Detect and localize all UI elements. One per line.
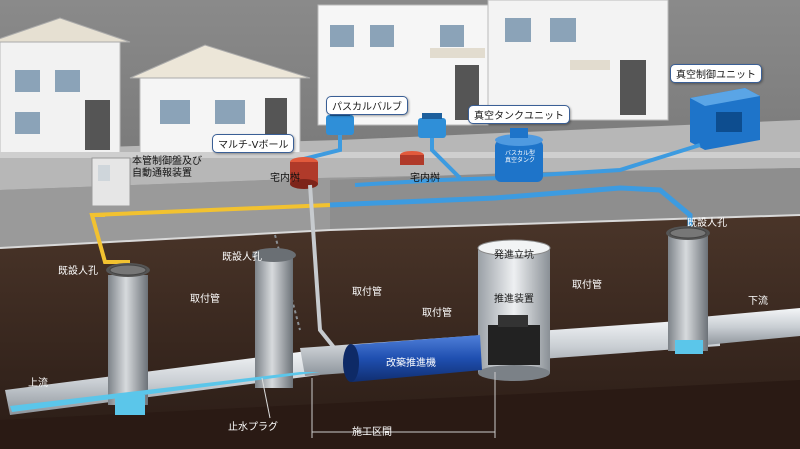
main-pipe-right <box>690 308 800 346</box>
label-home-basin-left: 宅内桝 <box>270 173 300 184</box>
label-service-pipe-3: 取付管 <box>422 308 452 319</box>
soil-bottom <box>0 380 800 449</box>
house-icon <box>487 0 669 121</box>
valve-icon <box>418 113 446 138</box>
label-jacking-equipment: 推進装置 <box>494 294 534 305</box>
label-tank-plate: バスカル型 真空タンク <box>505 150 536 164</box>
label-upstream: 上流 <box>28 378 48 389</box>
label-service-pipe-4: 取付管 <box>572 280 602 291</box>
road-edge-right <box>329 214 800 231</box>
vacuum-tank-icon <box>495 128 543 182</box>
label-existing-manhole-left: 既設人孔 <box>58 266 98 277</box>
rehab-jacking-machine <box>343 335 482 382</box>
label-existing-manhole-right: 既設人孔 <box>687 218 727 229</box>
road-edge <box>0 229 331 249</box>
label-launch-shaft: 発進立坑 <box>494 250 534 261</box>
label-pascal-valve: パスカルバルブ <box>326 96 408 115</box>
blue-pipe-branch <box>354 176 501 187</box>
leader-water-stop <box>261 377 271 419</box>
label-home-basin-right: 宅内桝 <box>410 173 440 184</box>
manhole-icon <box>252 248 296 388</box>
label-existing-manhole-mid: 既設人孔 <box>222 252 262 263</box>
label-service-pipe-1: 取付管 <box>190 294 220 305</box>
main-control-panel <box>91 157 131 207</box>
label-multi-v-ball: マルチ-Vボール <box>212 134 295 153</box>
manhole-icon <box>106 263 150 415</box>
label-vacuum-control-unit: 真空制御ユニット <box>670 64 762 83</box>
road-right <box>330 168 800 230</box>
blue-pipe-to-control <box>539 143 701 177</box>
label-rehab-jacking-machine: 改築推進機 <box>386 358 436 369</box>
manhole-icon <box>666 226 710 354</box>
pipe-water <box>10 372 320 412</box>
label-construction-section: 施工区間 <box>352 427 392 438</box>
home-basin-right <box>400 151 424 165</box>
home-basin-left <box>290 157 318 189</box>
label-water-stop-plug: 止水プラグ <box>228 422 278 433</box>
jacking-equipment-block <box>488 315 540 365</box>
blue-pipe-main <box>329 185 693 250</box>
label-vacuum-tank-unit: 真空タンクユニット <box>468 105 570 124</box>
house-icon <box>0 17 131 156</box>
label-service-pipe-2: 取付管 <box>352 287 382 298</box>
control-unit-icon <box>690 88 760 150</box>
label-main-control-panel: 本管制御盤及び 自動通報装置 <box>132 156 202 179</box>
label-downstream: 下流 <box>748 296 768 307</box>
